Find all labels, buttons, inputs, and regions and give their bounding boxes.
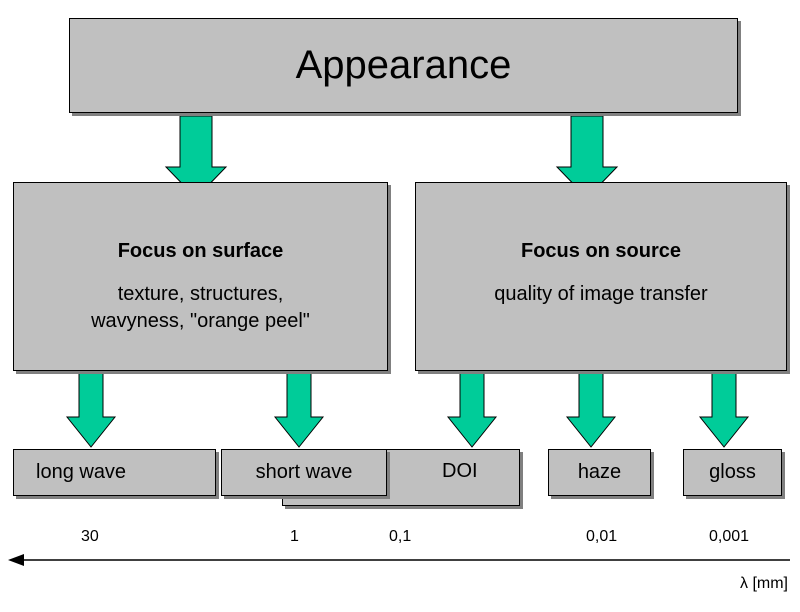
arrow-to-gloss — [698, 372, 750, 448]
tick-0-01: 0,01 — [586, 528, 618, 545]
long-wave-label: long wave — [36, 461, 127, 483]
focus-surface-heading: Focus on surface — [117, 240, 284, 262]
haze-label: haze — [577, 461, 622, 483]
short-wave-label: short wave — [255, 461, 353, 483]
focus-source-heading: Focus on source — [520, 240, 682, 262]
tick-30: 30 — [81, 528, 99, 545]
arrow-to-short-wave — [273, 372, 325, 448]
gloss-box: gloss — [683, 449, 782, 496]
arrow-to-haze — [565, 372, 617, 448]
short-wave-box: short wave — [221, 449, 387, 496]
focus-surface-box: Focus on surface texture, structures, wa… — [13, 182, 388, 371]
doi-box: DOI — [368, 449, 518, 497]
wavelength-axis-label: λ [mm] — [740, 575, 788, 592]
focus-surface-desc-line2: wavyness, "orange peel" — [91, 310, 310, 332]
wavelength-axis-arrowhead — [8, 554, 24, 566]
tick-1: 1 — [290, 528, 299, 545]
focus-source-desc: quality of image transfer — [494, 283, 708, 305]
focus-surface-desc-line1: texture, structures, — [117, 283, 284, 305]
tick-0-1: 0,1 — [389, 528, 412, 545]
arrow-to-long-wave — [65, 372, 117, 448]
doi-label: DOI — [442, 460, 478, 482]
gloss-label: gloss — [709, 461, 756, 483]
long-wave-box: long wave — [13, 449, 216, 496]
focus-source-box: Focus on source quality of image transfe… — [415, 182, 787, 371]
tick-0-001: 0,001 — [709, 528, 750, 545]
haze-box: haze — [548, 449, 651, 496]
arrow-to-doi — [446, 372, 498, 448]
appearance-title: Appearance — [295, 43, 512, 87]
appearance-box: Appearance — [69, 18, 738, 113]
